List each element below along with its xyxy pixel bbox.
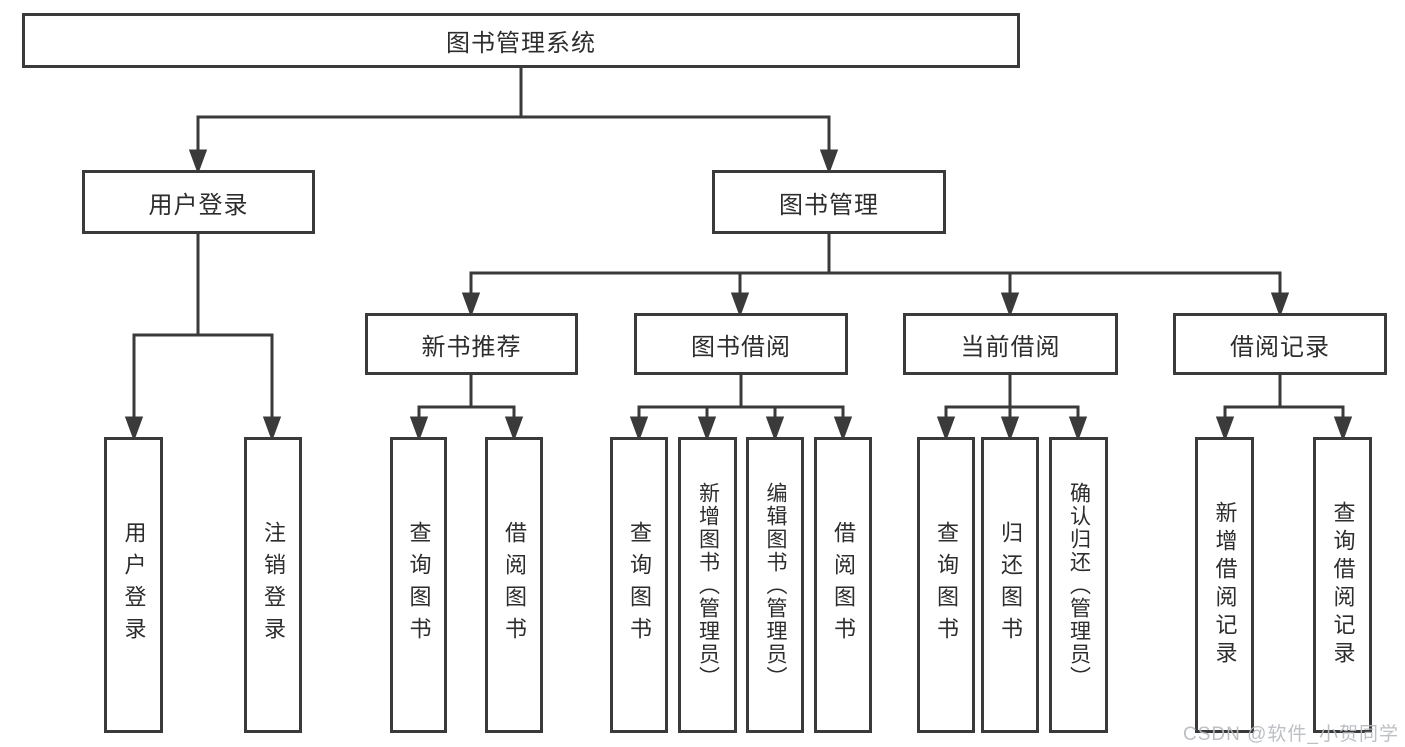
node-leaf-query-book-rec: 查询图书 xyxy=(390,437,447,733)
node-book-mgmt-label: 图书管理 xyxy=(779,191,879,219)
node-leaf-confirm-return-label: 确认归还（管理员） xyxy=(1067,481,1091,689)
node-leaf-query-book-rec-label: 查询图书 xyxy=(406,521,432,649)
node-leaf-borrow-book-borrow: 借阅图书 xyxy=(814,437,872,733)
node-leaf-confirm-return: 确认归还（管理员） xyxy=(1049,437,1108,733)
node-new-book-rec-label: 新书推荐 xyxy=(421,333,522,361)
node-leaf-query-record: 查询借阅记录 xyxy=(1313,437,1372,733)
node-current-borrow: 当前借阅 xyxy=(903,313,1118,375)
node-leaf-edit-book: 编辑图书（管理员） xyxy=(746,437,804,733)
connector-current-borrow-children xyxy=(936,375,1088,442)
csdn-watermark: CSDN @软件_小贺同学 xyxy=(1183,724,1399,745)
connector-user-login-children xyxy=(124,234,282,442)
node-leaf-logout: 注销登录 xyxy=(244,437,302,733)
node-book-borrow-label: 图书借阅 xyxy=(691,333,791,361)
node-root: 图书管理系统 xyxy=(22,13,1020,68)
node-leaf-query-book-current-label: 查询图书 xyxy=(934,521,959,649)
node-leaf-query-book-borrow: 查询图书 xyxy=(610,437,668,733)
node-leaf-return-book-label: 归还图书 xyxy=(998,521,1023,649)
node-user-login-label: 用户登录 xyxy=(148,191,249,219)
node-leaf-user-login-label: 用户登录 xyxy=(121,521,147,649)
node-user-login: 用户登录 xyxy=(82,170,315,234)
node-borrow-record: 借阅记录 xyxy=(1173,313,1387,375)
node-leaf-query-book-current: 查询图书 xyxy=(917,437,975,733)
node-leaf-logout-label: 注销登录 xyxy=(261,521,286,649)
node-borrow-record-label: 借阅记录 xyxy=(1230,333,1330,361)
node-current-borrow-label: 当前借阅 xyxy=(960,333,1061,361)
node-leaf-query-record-label: 查询借阅记录 xyxy=(1330,501,1356,669)
node-leaf-borrow-book-rec-label: 借阅图书 xyxy=(502,521,527,649)
connector-new-book-rec-children xyxy=(409,375,524,442)
node-leaf-add-record-label: 新增借阅记录 xyxy=(1212,501,1238,669)
connector-book-mgmt-to-level3 xyxy=(461,234,1290,318)
node-leaf-add-book: 新增图书（管理员） xyxy=(678,437,737,733)
node-leaf-borrow-book-borrow-label: 借阅图书 xyxy=(831,521,856,649)
node-leaf-add-book-label: 新增图书（管理员） xyxy=(696,481,720,689)
connector-book-borrow-children xyxy=(629,375,853,442)
node-leaf-user-login: 用户登录 xyxy=(104,437,163,733)
node-root-label: 图书管理系统 xyxy=(446,30,596,57)
node-leaf-query-book-borrow-label: 查询图书 xyxy=(627,521,652,649)
node-book-borrow: 图书借阅 xyxy=(634,313,848,375)
node-leaf-return-book: 归还图书 xyxy=(981,437,1039,733)
node-leaf-borrow-book-rec: 借阅图书 xyxy=(485,437,543,733)
node-leaf-add-record: 新增借阅记录 xyxy=(1195,437,1254,733)
node-book-mgmt: 图书管理 xyxy=(712,170,946,234)
connector-root-to-level2 xyxy=(188,68,839,175)
node-leaf-edit-book-label: 编辑图书（管理员） xyxy=(764,481,787,689)
connector-borrow-record-children xyxy=(1215,375,1353,442)
node-new-book-rec: 新书推荐 xyxy=(365,313,578,375)
